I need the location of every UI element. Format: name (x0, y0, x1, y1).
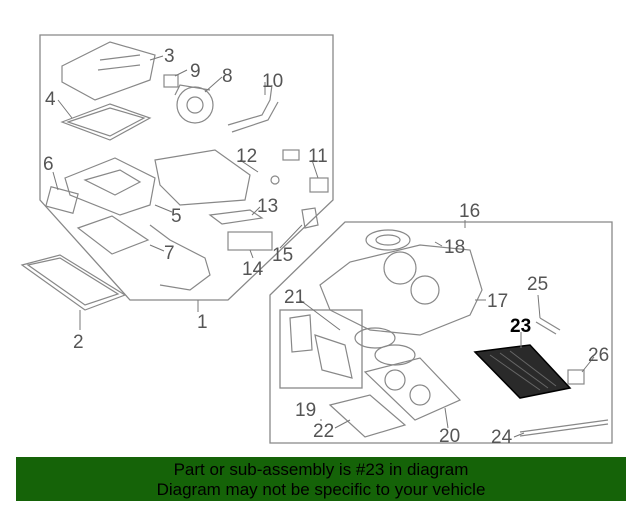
part-12-connector (270, 149, 300, 185)
part-2-gasket (20, 254, 127, 311)
callout-19: 19 (295, 400, 316, 421)
part-18-fan-grille (365, 229, 411, 251)
callout-18: 18 (444, 237, 465, 258)
callout-4: 4 (45, 89, 56, 110)
callout-1: 1 (197, 312, 208, 333)
callout-11: 11 (308, 146, 328, 167)
part-25-rod (535, 317, 561, 335)
callout-17: 17 (487, 291, 508, 312)
callout-5: 5 (171, 206, 182, 227)
callout-9: 9 (190, 61, 201, 82)
part-23-heat-exchanger (473, 344, 572, 399)
callout-26: 26 (588, 345, 609, 366)
callout-3: 3 (164, 46, 175, 67)
assembly-19-frame (279, 309, 363, 389)
part-10-harness (227, 84, 279, 133)
banner-line-2: Diagram may not be specific to your vehi… (156, 480, 486, 499)
part-20-fans (363, 357, 462, 421)
part-26-actuator (567, 369, 585, 385)
part-inner-seal (76, 215, 150, 255)
part-7-wiring (149, 224, 211, 291)
part-17-housing (319, 244, 483, 336)
callout-12: 12 (236, 146, 257, 167)
part-center-housing (154, 149, 251, 206)
callout-24: 24 (491, 427, 513, 448)
part-13-filter (208, 209, 264, 225)
callout-22: 22 (313, 421, 334, 442)
callout-25: 25 (527, 274, 548, 295)
part-9-clip (163, 74, 179, 88)
callout-13: 13 (257, 196, 278, 217)
callout-21: 21 (284, 287, 305, 308)
part-3-cover (61, 41, 156, 101)
part-5-housing (64, 157, 156, 216)
part-11-sensor (309, 177, 329, 193)
banner-line-1: Part or sub-assembly is #23 in diagram (173, 460, 469, 479)
callout-20: 20 (439, 426, 460, 447)
part-15-clip (301, 207, 319, 229)
callout-6: 6 (43, 154, 54, 175)
assembly-16-frame (269, 221, 613, 444)
assembly-1-frame (39, 34, 334, 301)
part-info-banner: Part or sub-assembly is #23 in diagram D… (16, 457, 626, 501)
part-19-grille (289, 314, 353, 379)
callout-10: 10 (262, 71, 283, 92)
part-4-seal (60, 103, 152, 141)
part-8-blower (174, 84, 214, 124)
part-6-bracket (45, 185, 79, 215)
part-21-ring (354, 327, 416, 366)
part-22-filter (328, 394, 407, 438)
callout-23-highlighted: 23 (510, 316, 531, 337)
callout-14: 14 (242, 259, 264, 280)
callout-8: 8 (222, 66, 233, 87)
callout-7: 7 (164, 243, 175, 264)
callout-15: 15 (272, 245, 293, 266)
callout-16: 16 (459, 201, 480, 222)
part-24-strip (519, 419, 609, 437)
callout-2: 2 (73, 332, 84, 353)
part-14-control (227, 231, 273, 251)
